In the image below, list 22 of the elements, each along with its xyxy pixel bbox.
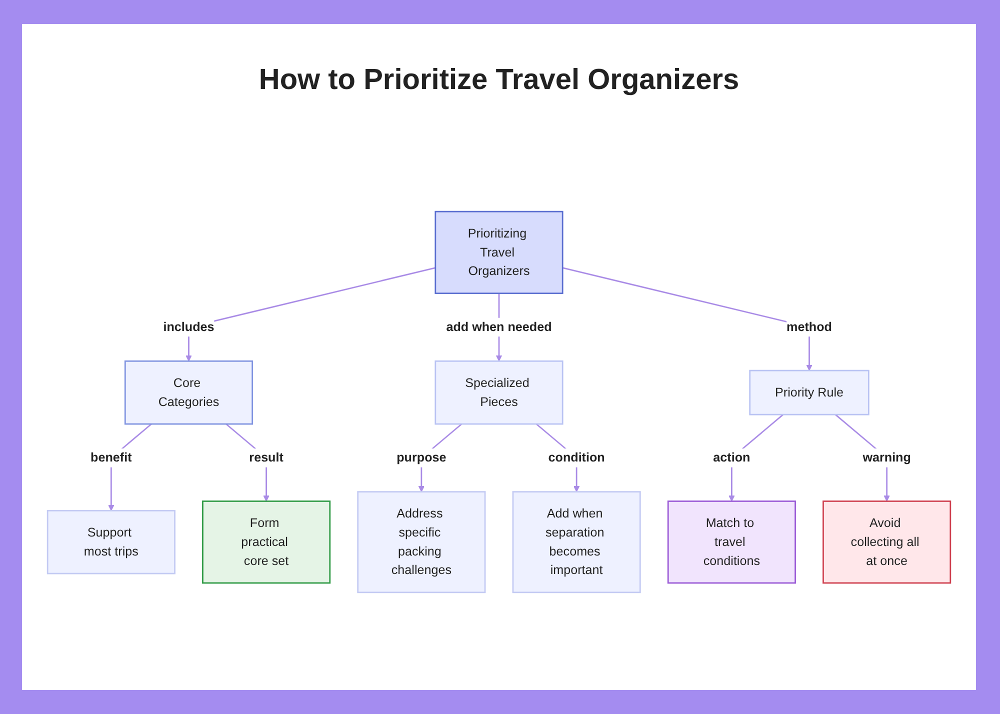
node-box <box>822 500 952 584</box>
node-box <box>434 360 564 425</box>
node-box <box>512 491 641 594</box>
edge-label: action <box>713 450 750 465</box>
edge-label: includes <box>163 320 214 334</box>
node-box <box>46 510 176 574</box>
edge-label: condition <box>548 450 605 465</box>
node-box <box>434 210 564 294</box>
edge-label: benefit <box>90 450 132 465</box>
node-box <box>749 370 870 416</box>
edge-label: purpose <box>396 450 446 465</box>
diagram-panel: How to Prioritize Travel Organizers includes add when needed method benefit result purpose condition action warning Prioritizing Travel Organizers Core Categories Specialized Pieces Priority Rule Support most trips Form practical core set Address specific packing challenges Add when separation becomes important Match to travel conditions Avoid collecting all at once <box>22 24 976 690</box>
diagram-title: How to Prioritize Travel Organizers <box>258 64 740 97</box>
edge-label: warning <box>862 450 911 465</box>
node-box <box>124 360 254 425</box>
node-box <box>357 491 486 594</box>
edge-label: add when needed <box>446 320 552 334</box>
node-box <box>667 500 796 584</box>
edge-label: method <box>786 320 832 334</box>
arrow <box>562 267 812 371</box>
node-box <box>202 500 331 584</box>
edge-label: result <box>249 450 284 465</box>
